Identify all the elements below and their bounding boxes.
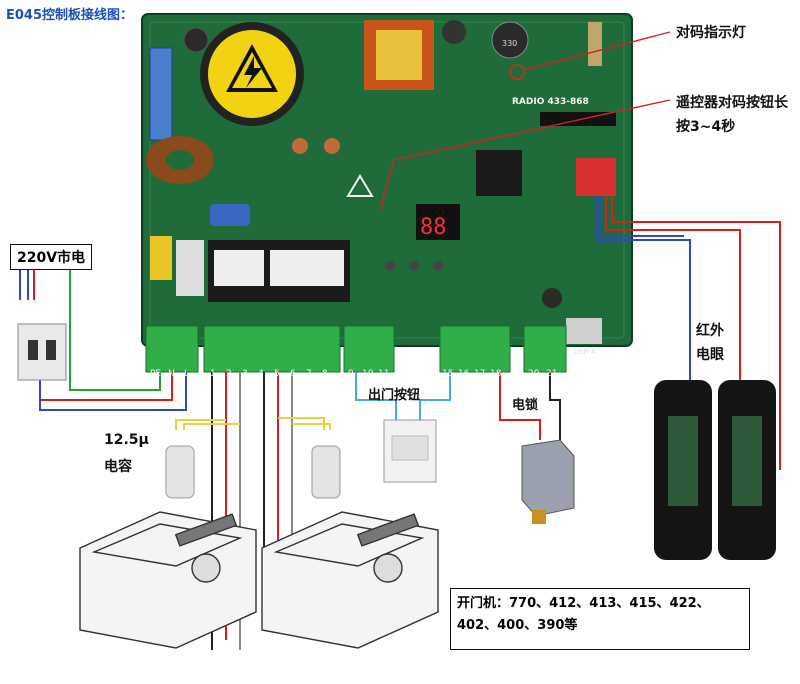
remote-button-label-2: 按3~4秒 — [676, 119, 736, 135]
circuit-breaker — [17, 323, 67, 381]
lock-terminal — [523, 325, 567, 373]
terminal-11: 11 — [378, 369, 389, 379]
terminal-7: 7 — [306, 369, 312, 379]
remote-button-label-1: 遥控器对码按钮长 — [676, 95, 788, 111]
ir-sensor-left — [654, 380, 712, 560]
exit-switch — [383, 419, 437, 483]
red-connector — [576, 158, 616, 196]
capacitor-right — [311, 445, 341, 499]
gate-opener-right — [261, 511, 439, 649]
terminal-1: 1 — [210, 369, 216, 379]
terminal-20: 20 — [528, 369, 540, 379]
high-voltage-icon — [244, 56, 262, 88]
capacitor-left — [165, 445, 195, 499]
models-line-1: 开门机：770、412、413、415、422、 — [457, 596, 710, 611]
blue-connector — [149, 47, 173, 141]
models-box: 开门机：770、412、413、415、422、 402、400、390等 — [450, 588, 750, 650]
coil-label: 330 — [502, 39, 517, 48]
terminal-6: 6 — [290, 369, 296, 379]
gate-opener-left — [79, 511, 257, 649]
models-line-2: 402、400、390等 — [457, 618, 578, 633]
display-digits: 88 — [420, 215, 447, 240]
mains-terminal — [145, 325, 199, 373]
seven-seg-display — [416, 204, 460, 240]
ir-label-1: 红外 — [696, 323, 724, 339]
exit-button-label: 出门按钮 — [368, 388, 421, 403]
terminal-2: 2 — [226, 369, 232, 379]
terminal-9: 9 — [348, 369, 354, 379]
terminal-10: 10 — [362, 369, 374, 379]
terminal-18: 18 — [490, 369, 502, 379]
usb-label: USB-A — [574, 348, 596, 356]
terminal-16: 16 — [458, 369, 470, 379]
motor-terminal — [203, 325, 341, 373]
terminal-pe: PE — [150, 369, 161, 379]
mains-label: 220V市电 — [10, 244, 93, 270]
terminal-15: 15 — [442, 369, 453, 379]
terminal-8: 8 — [322, 369, 328, 379]
io-terminal — [439, 325, 511, 373]
terminal-l: L — [184, 369, 189, 379]
electric-lock — [521, 439, 575, 524]
radio-label: RADIO 433-868 — [512, 97, 589, 107]
usb-port — [566, 318, 602, 344]
pairing-led-marker — [509, 64, 525, 80]
button-terminal — [343, 325, 395, 373]
terminal-5: 5 — [274, 369, 280, 379]
ir-label-2: 电眼 — [696, 347, 724, 363]
terminal-4: 4 — [258, 369, 264, 379]
terminal-21: 21 — [546, 369, 557, 379]
terminal-blocks — [145, 325, 567, 373]
terminal-numbers: PE N L 1 2 3 4 5 6 7 8 9 10 11 15 16 17 … — [150, 369, 557, 379]
pairing-led-label: 对码指示灯 — [676, 25, 746, 41]
terminal-n: N — [168, 369, 175, 379]
capacitor-label-1: 12.5μ — [104, 432, 149, 448]
diagram-title: E045控制板接线图： — [6, 8, 134, 23]
control-board — [141, 13, 633, 347]
mcu-chip — [476, 150, 522, 196]
ir-sensor-right — [718, 380, 776, 560]
capacitor-label-2: 电容 — [104, 459, 132, 475]
terminal-3: 3 — [242, 369, 248, 379]
terminal-17: 17 — [474, 369, 485, 379]
electric-lock-label: 电锁 — [512, 398, 539, 413]
